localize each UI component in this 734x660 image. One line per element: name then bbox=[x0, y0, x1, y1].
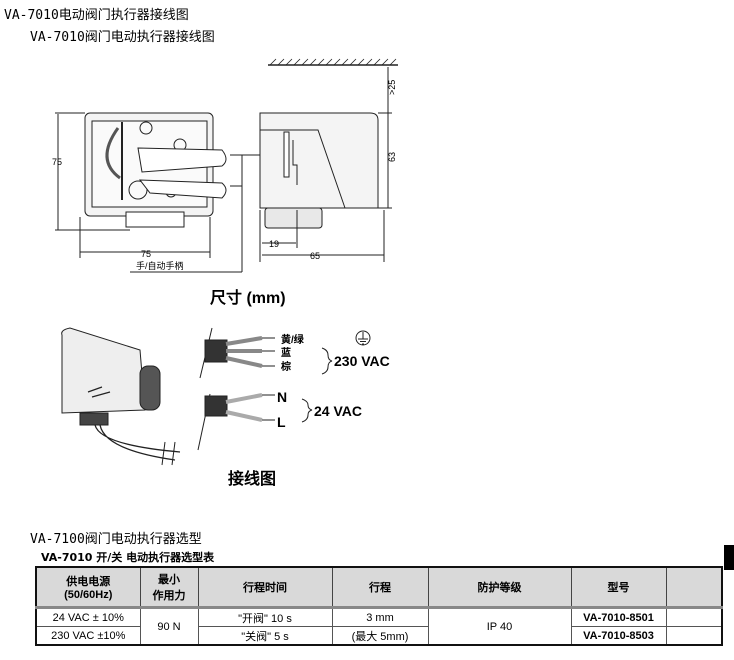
stroke-max-cell: (最大 5mm) bbox=[331, 626, 429, 646]
wire-label-blue: 蓝 bbox=[281, 346, 291, 359]
dim-depth-label: 65 bbox=[310, 251, 320, 261]
table-header-row: 供电电源(50/60Hz) 最小作用力 行程时间 行程 防护等级 型号 bbox=[35, 566, 723, 609]
header-force-line2: 作用力 bbox=[152, 590, 186, 602]
header-protection: 防护等级 bbox=[427, 566, 572, 609]
model-cell: VA-7010-8501 bbox=[570, 607, 667, 627]
wiring-section: 黄/绿 蓝 棕 230 VAC N L 24 VAC 接线图 bbox=[61, 327, 390, 488]
header-power-line2: (50/60Hz) bbox=[64, 589, 113, 601]
power-cell: 24 VAC ± 10% bbox=[35, 607, 141, 627]
header-empty bbox=[665, 566, 723, 609]
table-title: VA-7010 开/关 电动执行器选型表 bbox=[41, 551, 215, 564]
header-model: 型号 bbox=[570, 566, 667, 609]
header-stroke: 行程 bbox=[331, 566, 429, 609]
wiring-drawing bbox=[61, 327, 371, 466]
page-subtitle: VA-7010阀门电动执行器接线图 bbox=[30, 30, 215, 45]
dimension-caption: 尺寸 (mm) bbox=[210, 288, 286, 307]
header-force-line1: 最小 bbox=[158, 574, 180, 586]
wire-label-n: N bbox=[277, 389, 287, 405]
header-power: 供电电源(50/60Hz) bbox=[35, 566, 141, 609]
empty-cell bbox=[665, 626, 723, 646]
handle-label: 手/自动手柄 bbox=[136, 260, 184, 271]
wiring-caption: 接线图 bbox=[228, 469, 276, 488]
dim-offset-label: 19 bbox=[269, 239, 279, 249]
model-cell: VA-7010-8503 bbox=[570, 626, 667, 646]
empty-cell bbox=[665, 607, 723, 627]
dim-body-height-label: 63 bbox=[387, 152, 397, 162]
black-bar bbox=[724, 545, 734, 570]
wire-label-brown: 棕 bbox=[280, 360, 291, 373]
page-title: VA-7010电动阀门执行器接线图 bbox=[4, 8, 189, 23]
table-row: 230 VAC ±10% "关阀" 5 s (最大 5mm) VA-7010-8… bbox=[35, 626, 723, 646]
supply-24-label: 24 VAC bbox=[314, 403, 362, 419]
header-time: 行程时间 bbox=[197, 566, 333, 609]
selection-heading: VA-7100阀门电动执行器选型 bbox=[30, 532, 202, 547]
dimension-drawing bbox=[55, 58, 398, 273]
force-cell: 90 N bbox=[139, 607, 199, 646]
dim-height-label: 75 bbox=[52, 157, 62, 167]
wire-label-l: L bbox=[277, 414, 286, 430]
technical-drawings: 75 75 手/自动手柄 >25 63 19 65 尺寸 (mm) 黄/绿 蓝 … bbox=[52, 58, 398, 488]
selection-table: 供电电源(50/60Hz) 最小作用力 行程时间 行程 防护等级 型号 24 V… bbox=[35, 566, 723, 646]
time-open-cell: "开阀" 10 s bbox=[197, 607, 333, 627]
supply-230-label: 230 VAC bbox=[334, 353, 390, 369]
stroke-cell: 3 mm bbox=[331, 607, 429, 627]
wire-label-ground: 黄/绿 bbox=[281, 333, 305, 346]
dim-clearance-label: >25 bbox=[387, 80, 397, 95]
protection-cell: IP 40 bbox=[427, 607, 572, 646]
header-force: 最小作用力 bbox=[139, 566, 199, 609]
header-power-line1: 供电电源 bbox=[66, 576, 111, 588]
power-cell: 230 VAC ±10% bbox=[35, 626, 141, 646]
dim-width-label: 75 bbox=[141, 249, 151, 259]
table-row: 24 VAC ± 10% 90 N "开阀" 10 s 3 mm IP 40 V… bbox=[35, 607, 723, 646]
time-close-cell: "关阀" 5 s bbox=[197, 626, 333, 646]
